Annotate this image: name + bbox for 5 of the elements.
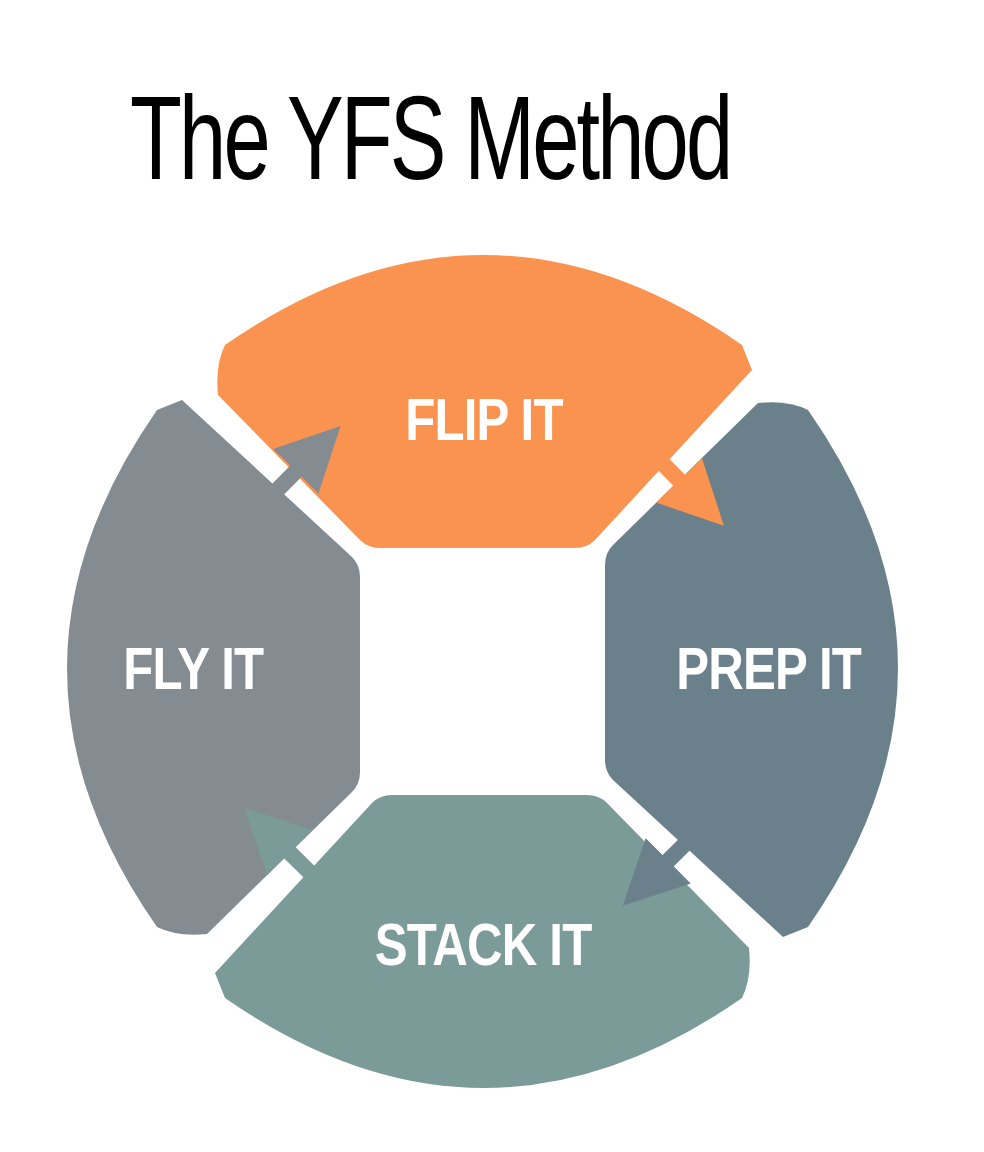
segment-label: FLY IT [123, 634, 264, 703]
segment-label: PREP IT [676, 634, 862, 703]
segment-label: STACK IT [375, 909, 592, 979]
title: The YFS Method [130, 71, 731, 206]
segment-label: FLIP IT [404, 384, 563, 454]
